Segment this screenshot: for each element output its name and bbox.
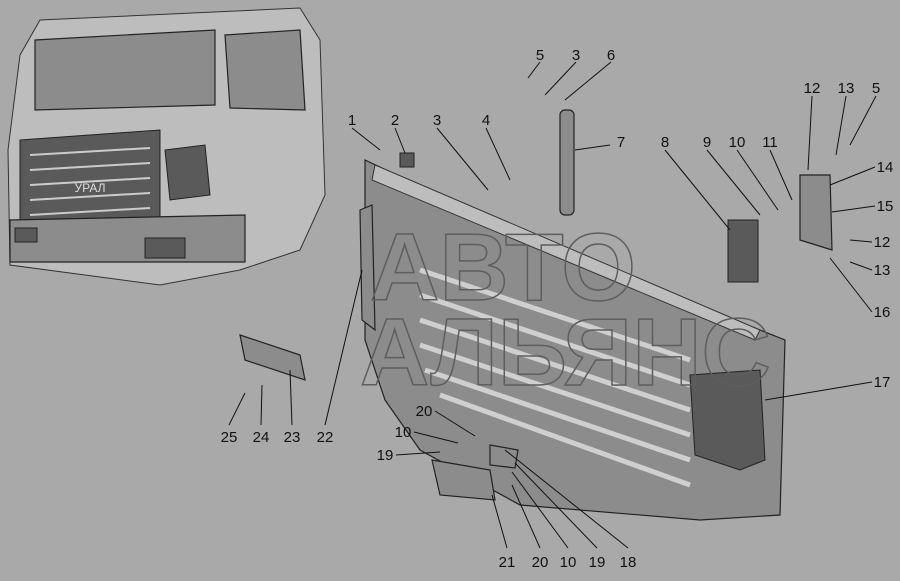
callout-7: 7 (617, 134, 625, 151)
callout-12: 12 (804, 80, 821, 97)
callout-5: 5 (872, 80, 880, 97)
callout-4: 4 (482, 112, 490, 129)
callout-5: 5 (536, 47, 544, 64)
part-7-strut (559, 109, 575, 216)
callout-9: 9 (703, 134, 711, 151)
callout-17: 17 (874, 374, 891, 391)
callout-10: 10 (560, 554, 577, 571)
callout-20: 20 (416, 403, 433, 420)
part-2 (399, 152, 415, 168)
callout-10: 10 (729, 134, 746, 151)
callout-1: 1 (348, 112, 356, 129)
callout-22: 22 (317, 429, 334, 446)
watermark: АВТО АЛЬЯНС (359, 213, 771, 407)
part-18-latch (489, 444, 519, 469)
watermark-line-2: АЛЬЯНС (360, 299, 771, 406)
callout-11: 11 (762, 134, 778, 151)
leader-lines (228, 61, 877, 549)
callout-8: 8 (661, 134, 669, 151)
grille-panel (359, 159, 786, 521)
truck-cab: УРАЛ (7, 7, 326, 286)
part-23-handle (239, 334, 306, 381)
callout-18: 18 (620, 554, 637, 571)
watermark-line-1: АВТО (370, 214, 636, 321)
callout-15: 15 (877, 198, 894, 215)
callout-19: 19 (377, 447, 394, 464)
part-21-lock (431, 459, 496, 501)
callout-13: 13 (874, 262, 891, 279)
callout-12: 12 (874, 234, 891, 251)
callout-20: 20 (532, 554, 549, 571)
callout-23: 23 (284, 429, 301, 446)
callout-2: 2 (391, 112, 399, 129)
callout-14: 14 (877, 159, 894, 176)
callout-10: 10 (395, 424, 412, 441)
callout-6: 6 (607, 47, 615, 64)
callout-3: 3 (433, 112, 441, 129)
callout-13: 13 (838, 80, 855, 97)
callout-21: 21 (499, 554, 516, 571)
part-15-bracket (799, 174, 833, 251)
callout-3: 3 (572, 47, 580, 64)
callout-24: 24 (253, 429, 270, 446)
part-8 (727, 219, 759, 283)
callout-16: 16 (874, 304, 891, 321)
callout-19: 19 (589, 554, 606, 571)
callout-labels: 1 2 3 4 5 3 6 7 8 9 10 11 12 13 5 14 15 … (221, 47, 894, 571)
grille-badge: УРАЛ (75, 181, 106, 195)
callout-25: 25 (221, 429, 238, 446)
